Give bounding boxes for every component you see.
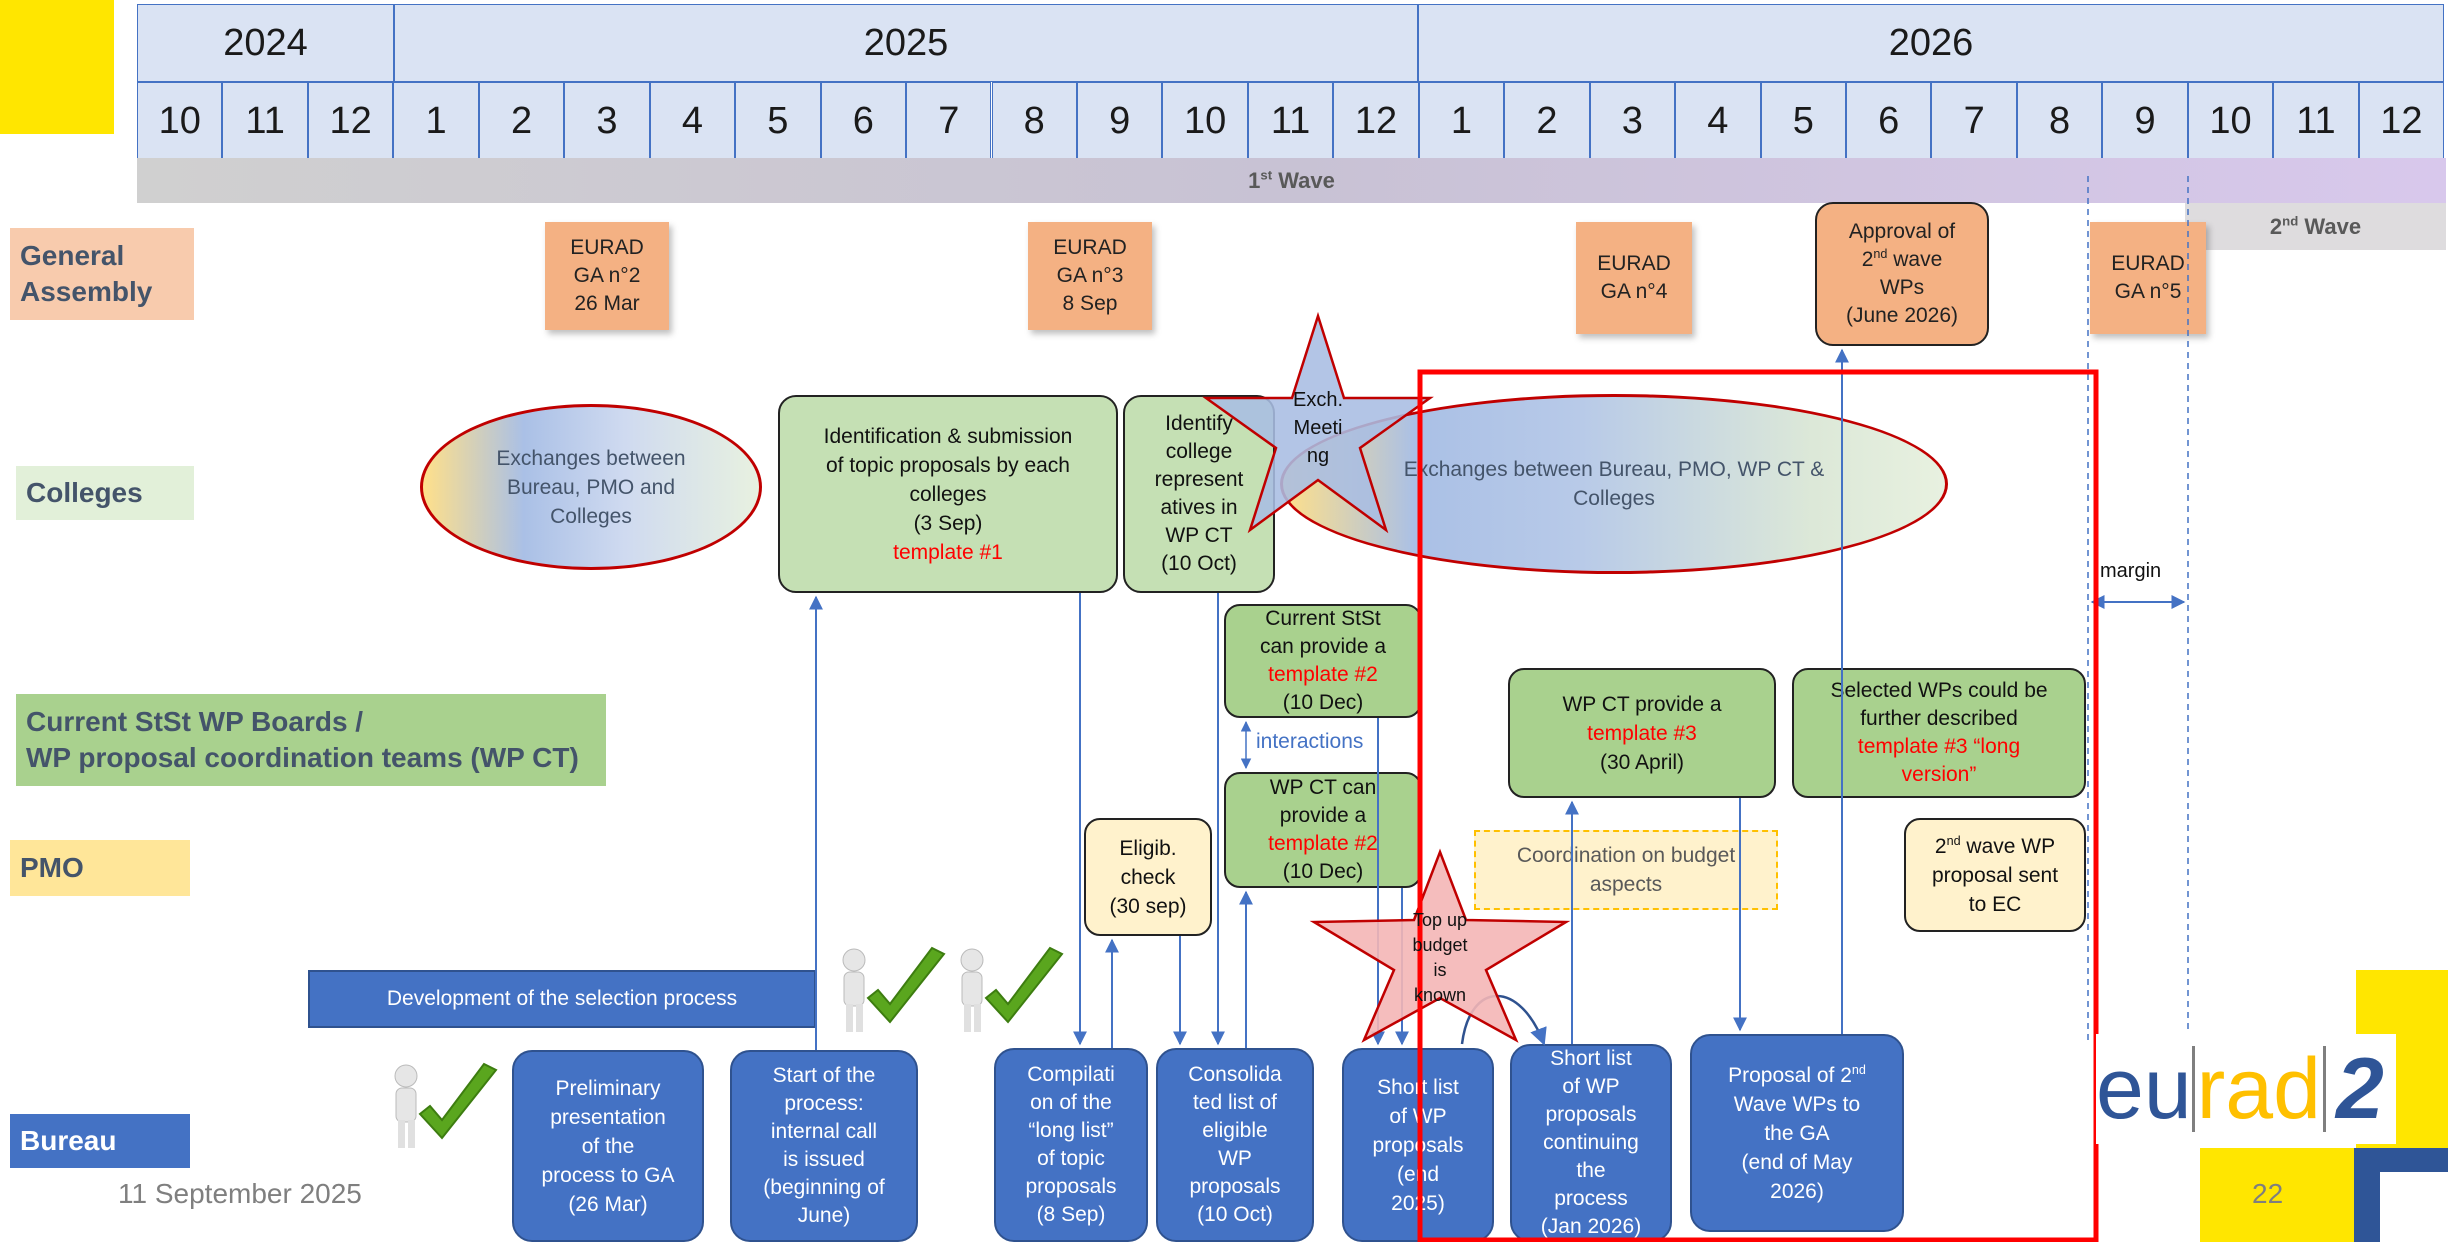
first-wave-label: 1st Wave: [1248, 167, 1335, 193]
month-cell: 12: [307, 82, 394, 160]
month-cell: 8: [991, 82, 1077, 160]
month-cell: 3: [564, 82, 650, 160]
month-cell: 1: [393, 82, 479, 160]
first-wave-bar: 1st Wave: [137, 158, 2446, 203]
month-cell: 10: [1162, 82, 1248, 160]
month-cell: 11: [2273, 82, 2359, 160]
month-cell: 9: [1076, 82, 1163, 160]
year-2024: 2024: [137, 4, 394, 82]
month-cell: 3: [1589, 82, 1676, 160]
top-up-budget-star: [1309, 848, 1571, 1043]
month-cell: 6: [820, 82, 907, 160]
month-cell: 7: [1931, 82, 2017, 160]
month-cell: 8: [2016, 82, 2103, 160]
row-label-bureau: Bureau: [10, 1114, 190, 1168]
month-cell: 10: [2187, 82, 2274, 160]
interactions-label: interactions: [1256, 730, 1364, 753]
logo-eu: eu: [2096, 1041, 2192, 1137]
year-2025: 2025: [394, 4, 1418, 82]
month-cell: 6: [1846, 82, 1932, 160]
month-cell: 12: [2358, 82, 2445, 160]
logo-number: 2: [2335, 1041, 2384, 1137]
checkmark-figure-icon: [394, 1062, 498, 1148]
exch-meeting-star: [1202, 311, 1434, 534]
month-cell: 1: [1418, 82, 1505, 160]
page-number: 22: [2252, 1178, 2284, 1209]
approval-box: Approval of 2nd wave WPs (June 2026): [1815, 202, 1989, 346]
checkmark-figure-icon: [960, 946, 1064, 1032]
month-cell: 2: [1504, 82, 1590, 160]
month-cell: 7: [906, 82, 992, 160]
eurad-logo: eu rad 2: [2096, 1034, 2396, 1144]
year-2026: 2026: [1418, 4, 2444, 82]
margin-label: margin: [2100, 560, 2162, 582]
month-cell: 5: [735, 82, 821, 160]
row-label-general-assembly: General Assembly: [10, 228, 194, 320]
row-label-colleges: Colleges: [16, 466, 194, 520]
footer-date: 11 September 2025: [118, 1178, 362, 1209]
row-label-pmo: PMO: [10, 840, 190, 896]
month-cell: 4: [649, 82, 736, 160]
second-wave-label: 2nd Wave: [2269, 213, 2362, 239]
highlight-frame: [1417, 369, 2099, 1242]
month-cell: 9: [2102, 82, 2188, 160]
month-cell: 4: [1675, 82, 1761, 160]
development-process-bar: Development of the selection process: [308, 970, 816, 1028]
row-label-wp-boards: Current StSt WP Boards / WP proposal coo…: [16, 694, 606, 786]
logo-rad: rad: [2191, 1046, 2326, 1132]
month-cell: 2: [478, 82, 565, 160]
logo-white-notch: [2380, 1172, 2448, 1242]
month-cell: 11: [1247, 82, 1334, 160]
second-wave-bar: 2nd Wave: [2185, 203, 2446, 250]
month-cell: 11: [222, 82, 308, 160]
corner-accent: [0, 0, 114, 134]
eligibility-check-box: Eligib.check(30 sep): [1084, 818, 1212, 936]
month-cell: 5: [1760, 82, 1846, 160]
checkmark-figure-icon: [842, 946, 946, 1032]
exchanges-ellipse-1: Exchanges between Bureau, PMO and Colleg…: [420, 404, 762, 570]
